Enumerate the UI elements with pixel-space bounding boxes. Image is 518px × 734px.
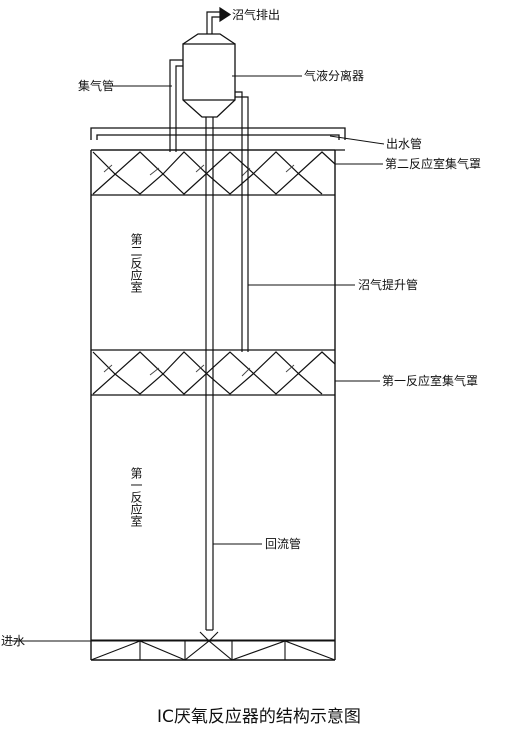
vertical-labels: 第二反应室 第一反应室: [129, 233, 143, 527]
label-water-inlet: 进水: [1, 634, 25, 648]
label-return-pipe: 回流管: [265, 536, 301, 551]
label-gas-liquid-separator: 气液分离器: [304, 68, 364, 83]
label-second-gas-hood: 第二反应室集气罩: [385, 156, 481, 171]
label-first-gas-hood: 第一反应室集气罩: [382, 373, 478, 388]
top-lid: [90, 127, 346, 151]
label-first-reactor: 第一反应室: [129, 467, 143, 527]
label-biogas-riser-pipe: 沼气提升管: [358, 277, 418, 292]
leader-lines: [112, 75, 385, 545]
leader-outlet-pipe: [329, 135, 385, 145]
labels: 沼气排出 集气管 气液分离器 出水管 第二反应室集气罩 沼气提升管 第一反应室集…: [1, 7, 481, 648]
biogas-outlet-pipe: [206, 6, 232, 34]
label-biogas-outlet: 沼气排出: [232, 7, 280, 22]
biogas-riser-pipe: [235, 91, 249, 352]
gas-liquid-separator: [182, 33, 236, 118]
reactor-body: [90, 150, 336, 661]
gas-collecting-pipe: [169, 59, 183, 152]
water-inlet-distributor: [12, 631, 336, 661]
diagram-caption: IC厌氧反应器的结构示意图: [157, 707, 361, 727]
label-outlet-pipe: 出水管: [386, 136, 422, 151]
label-second-reactor: 第二反应室: [129, 233, 143, 293]
label-gas-collecting-pipe: 集气管: [78, 78, 114, 93]
